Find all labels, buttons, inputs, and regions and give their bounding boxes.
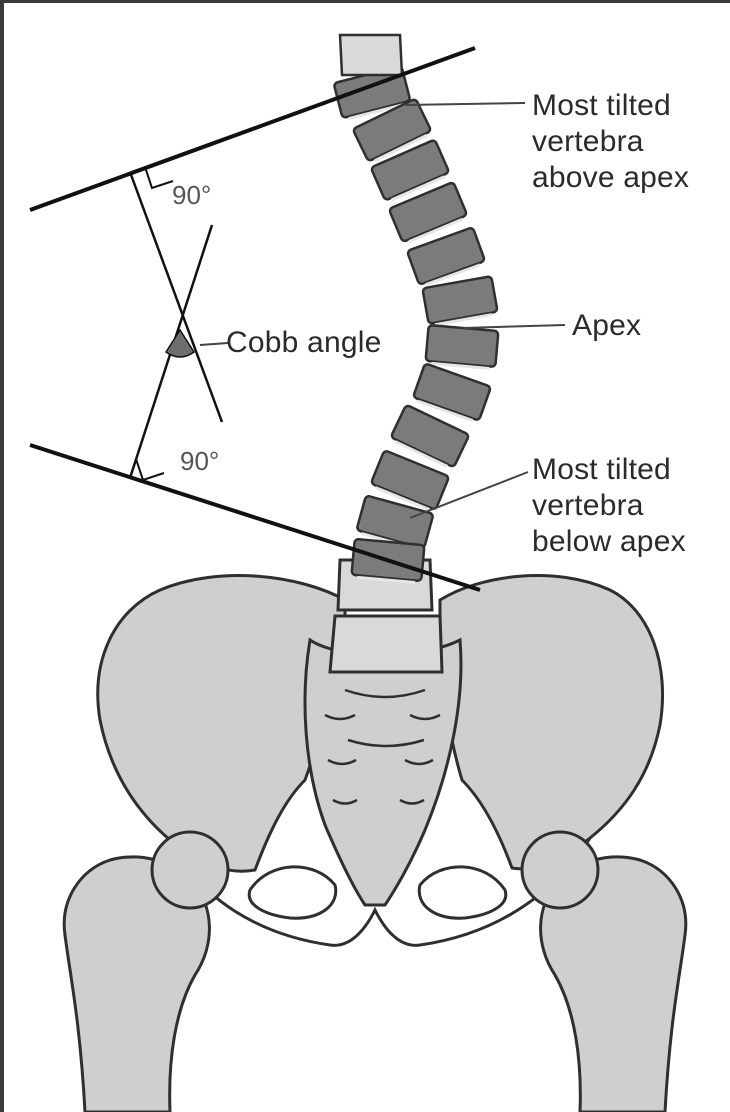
label-90-bottom: 90° (180, 446, 219, 477)
label-90-top: 90° (172, 180, 211, 211)
label-cobb-angle: Cobb angle (226, 325, 381, 361)
label-apex: Apex (572, 308, 641, 344)
label-above-apex: Most tilted vertebra above apex (532, 88, 689, 196)
label-below-apex: Most tilted vertebra below apex (532, 452, 686, 560)
